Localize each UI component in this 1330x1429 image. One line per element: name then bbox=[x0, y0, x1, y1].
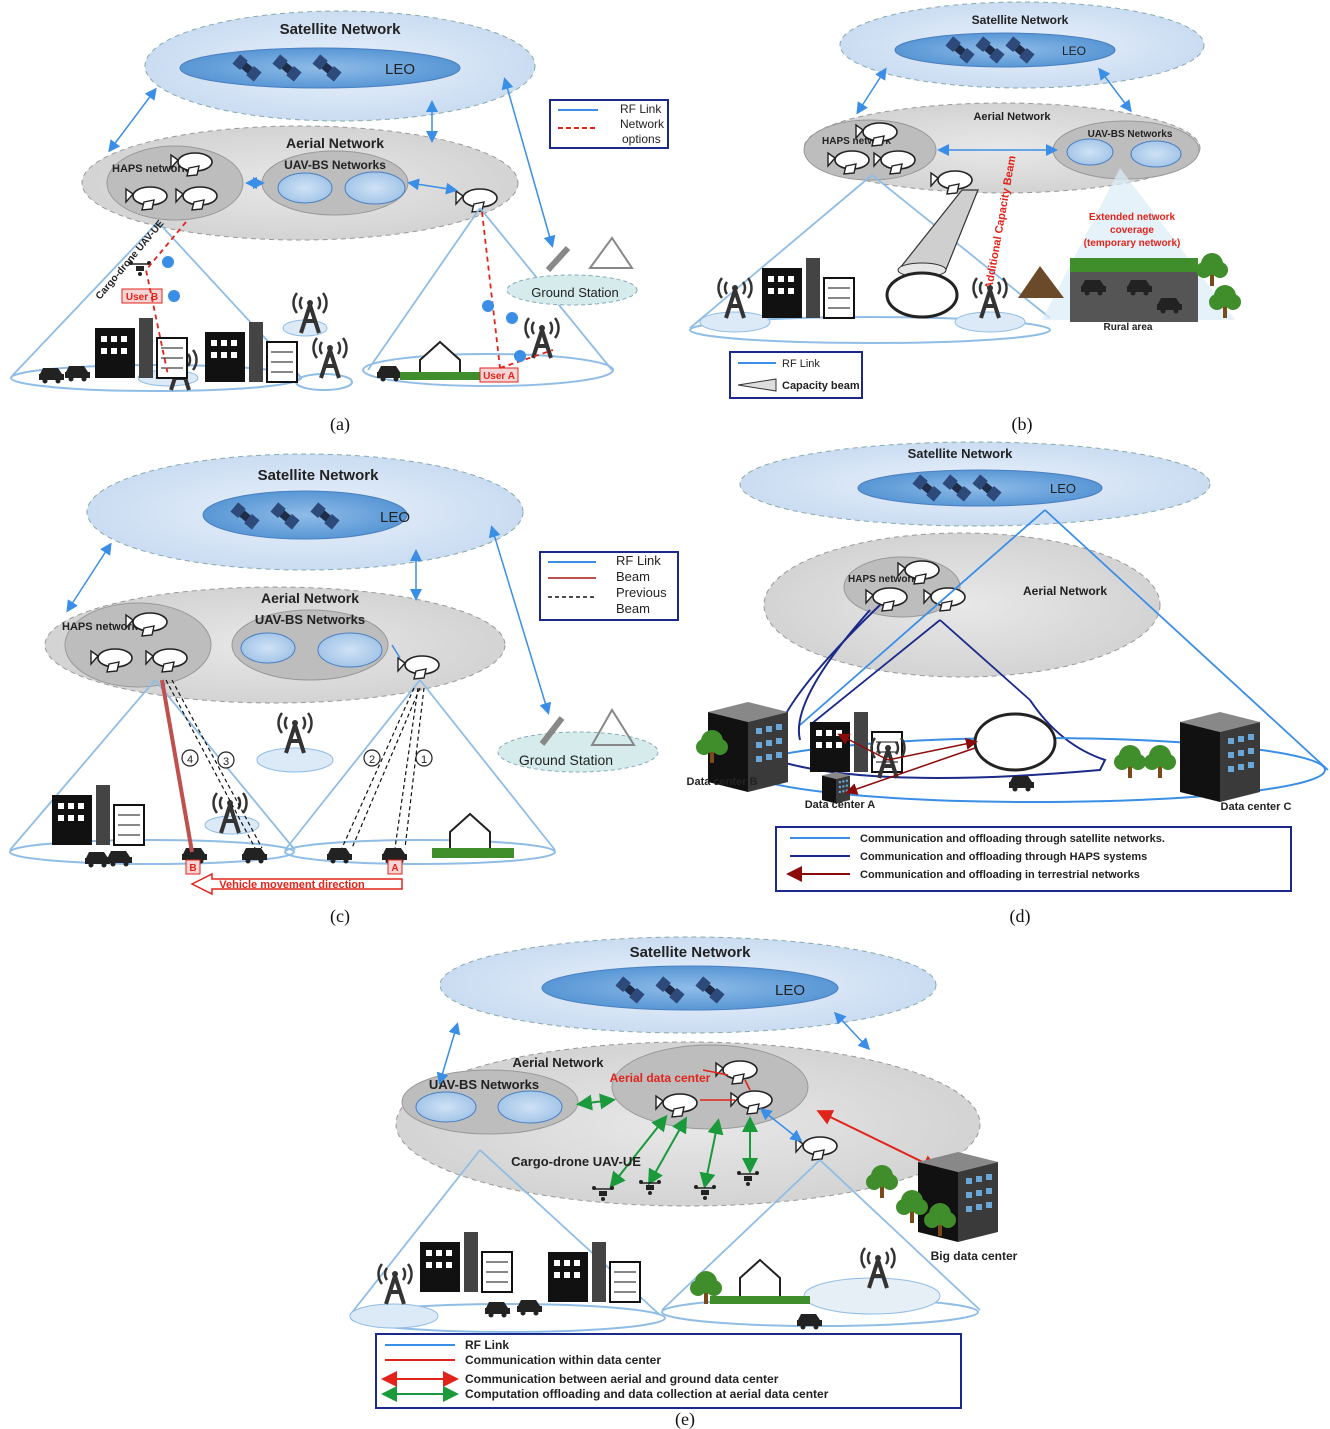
e-big-dc: Big data center bbox=[931, 1249, 1018, 1263]
d-dc-b-1: Data center B bbox=[687, 776, 758, 788]
c-beam-4: 4 bbox=[187, 754, 193, 766]
a-leo-label: LEO bbox=[385, 61, 415, 78]
d-haps-label: HAPS network bbox=[848, 574, 917, 585]
b-aerial-title: Aerial Network bbox=[973, 111, 1051, 123]
d-leo-label: LEO bbox=[1050, 481, 1076, 496]
c-legend-beam: Beam bbox=[616, 569, 650, 584]
panel-a: Satellite Network LEO Aerial Network HAP… bbox=[10, 10, 669, 435]
caption-b: (b) bbox=[1012, 414, 1033, 435]
a-legend-network: Network bbox=[620, 117, 665, 131]
b-extended-3: (temporary network) bbox=[1084, 238, 1181, 249]
c-beam-1: 1 bbox=[421, 754, 427, 766]
e-cargo-1: Cargo-drone UAV-UE bbox=[511, 1154, 641, 1169]
b-rural-label: Rural area bbox=[1104, 322, 1153, 333]
b-satellite-title: Satellite Network bbox=[972, 13, 1069, 27]
e-aerial-title: Aerial Network bbox=[512, 1055, 604, 1070]
b-legend-rf: RF Link bbox=[782, 358, 820, 370]
c-haps-label: HAPS network bbox=[62, 621, 139, 633]
a-user-a: User A bbox=[483, 371, 515, 382]
c-uav-label: UAV-BS Networks bbox=[255, 612, 365, 627]
e-legend-4: Computation offloading and data collecti… bbox=[465, 1387, 829, 1401]
e-legend-3: Communication between aerial and ground … bbox=[465, 1372, 779, 1386]
c-beam-2: 2 bbox=[369, 754, 375, 766]
c-vehicle-dir: Vehicle movement direction bbox=[219, 879, 365, 891]
e-leo-label: LEO bbox=[775, 982, 805, 999]
a-legend-options: options bbox=[622, 132, 661, 146]
c-leo-label: LEO bbox=[380, 509, 410, 526]
a-satellite-title: Satellite Network bbox=[280, 21, 402, 38]
b-uav-label: UAV-BS Networks bbox=[1088, 129, 1173, 140]
b-haps-label: HAPS network bbox=[822, 136, 891, 147]
d-legend-2: Communication and offloading through HAP… bbox=[860, 851, 1147, 863]
d-dc-a: Data center A bbox=[805, 799, 876, 811]
c-aerial-title: Aerial Network bbox=[261, 590, 359, 606]
e-legend-2: Communication within data center bbox=[465, 1353, 661, 1367]
caption-a: (a) bbox=[330, 414, 350, 435]
d-legend-1: Communication and offloading through sat… bbox=[860, 833, 1165, 845]
a-uav-label: UAV-BS Networks bbox=[284, 158, 386, 172]
panel-d: Satellite Network LEO Aerial Network HAP… bbox=[687, 441, 1329, 927]
e-satellite-title: Satellite Network bbox=[630, 944, 752, 961]
c-legend-previous: Previous bbox=[616, 585, 667, 600]
c-ground-station: Ground Station bbox=[519, 752, 613, 768]
caption-d: (d) bbox=[1010, 906, 1031, 927]
caption-c: (c) bbox=[330, 906, 350, 927]
b-leo-label: LEO bbox=[1062, 44, 1086, 58]
b-legend-beam: Capacity beam bbox=[782, 380, 860, 392]
caption-e: (e) bbox=[675, 1409, 695, 1429]
panel-e: Satellite Network LEO Aerial Network UAV… bbox=[349, 936, 1018, 1429]
d-aerial-title: Aerial Network bbox=[1023, 584, 1107, 598]
b-extended-2: coverage bbox=[1110, 225, 1154, 236]
c-beam-3: 3 bbox=[223, 756, 229, 768]
a-ground-station: Ground Station bbox=[531, 285, 618, 300]
panel-b: Satellite Network LEO Aerial Network HAP… bbox=[689, 1, 1241, 435]
a-user-b: User B bbox=[126, 292, 158, 303]
d-legend-3: Communication and offloading in terrestr… bbox=[860, 869, 1140, 881]
b-extended-1: Extended network bbox=[1089, 212, 1176, 223]
a-aerial-title: Aerial Network bbox=[286, 135, 384, 151]
d-dc-c: Data center C bbox=[1221, 801, 1292, 813]
a-legend-rf: RF Link bbox=[620, 102, 662, 116]
c-satellite-title: Satellite Network bbox=[258, 467, 380, 484]
e-legend-1: RF Link bbox=[465, 1338, 509, 1352]
c-legend-rf: RF Link bbox=[616, 553, 661, 568]
c-legend-beam2: Beam bbox=[616, 601, 650, 616]
panel-c: Satellite Network LEO Aerial Network HAP… bbox=[9, 453, 679, 927]
e-uav-label: UAV-BS Networks bbox=[429, 1077, 539, 1092]
c-label-a: A bbox=[391, 863, 398, 874]
a-haps-label: HAPS network bbox=[112, 163, 189, 175]
d-satellite-title: Satellite Network bbox=[908, 446, 1014, 461]
c-label-b: B bbox=[189, 863, 196, 874]
e-aerial-dc-1: Aerial data center bbox=[610, 1071, 711, 1085]
